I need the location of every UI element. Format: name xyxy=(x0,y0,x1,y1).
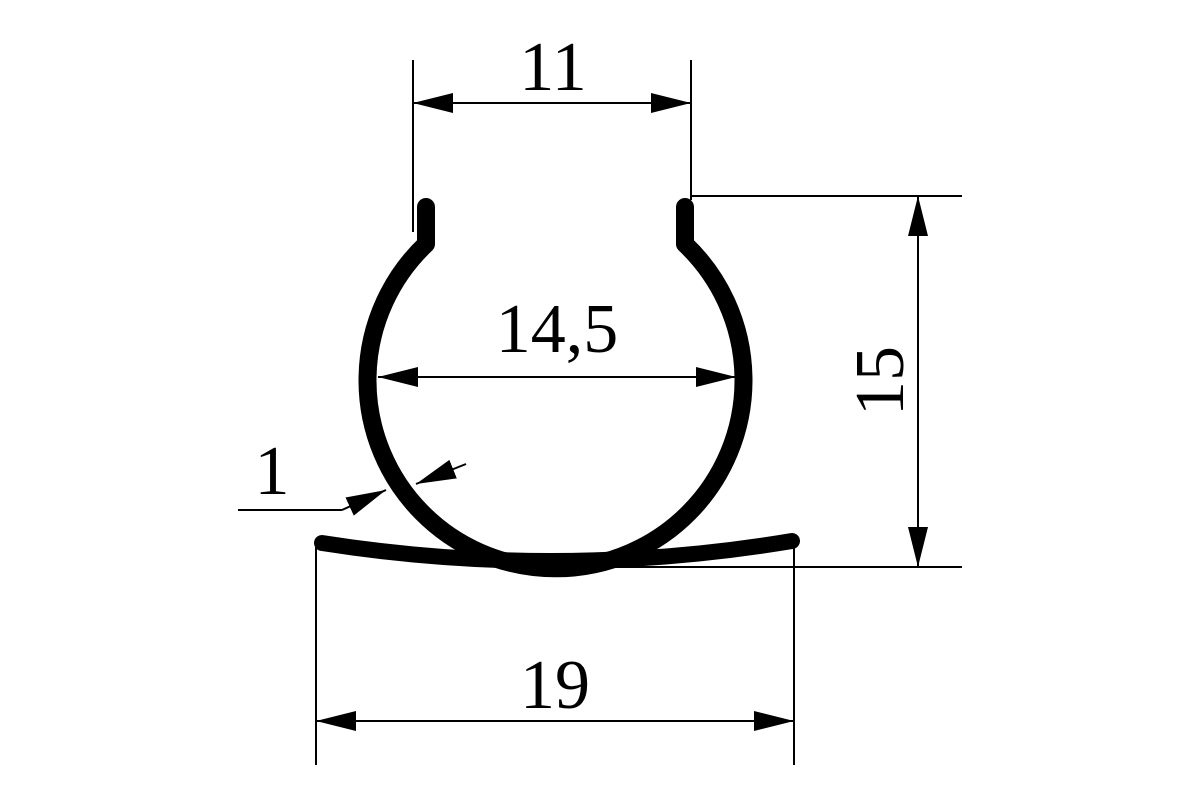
label-inner-diameter: 14,5 xyxy=(496,291,619,368)
label-height: 15 xyxy=(842,346,919,416)
dim-line-thickness-inner xyxy=(415,459,467,485)
label-top-opening: 11 xyxy=(519,29,586,106)
dimension-inner-diameter: 14,5 xyxy=(378,291,736,387)
dimension-top-opening: 11 xyxy=(412,29,692,232)
dim-line-thickness-outer xyxy=(341,489,387,516)
dimension-height: 15 xyxy=(557,195,962,568)
label-base-width: 19 xyxy=(520,647,590,724)
profile-shape xyxy=(314,198,800,578)
dimension-base-width: 19 xyxy=(315,547,795,765)
profile-body xyxy=(358,198,753,578)
label-wall-thickness: 1 xyxy=(255,433,290,510)
profile-base-flange xyxy=(314,533,800,569)
dimension-wall-thickness: 1 xyxy=(238,433,467,516)
